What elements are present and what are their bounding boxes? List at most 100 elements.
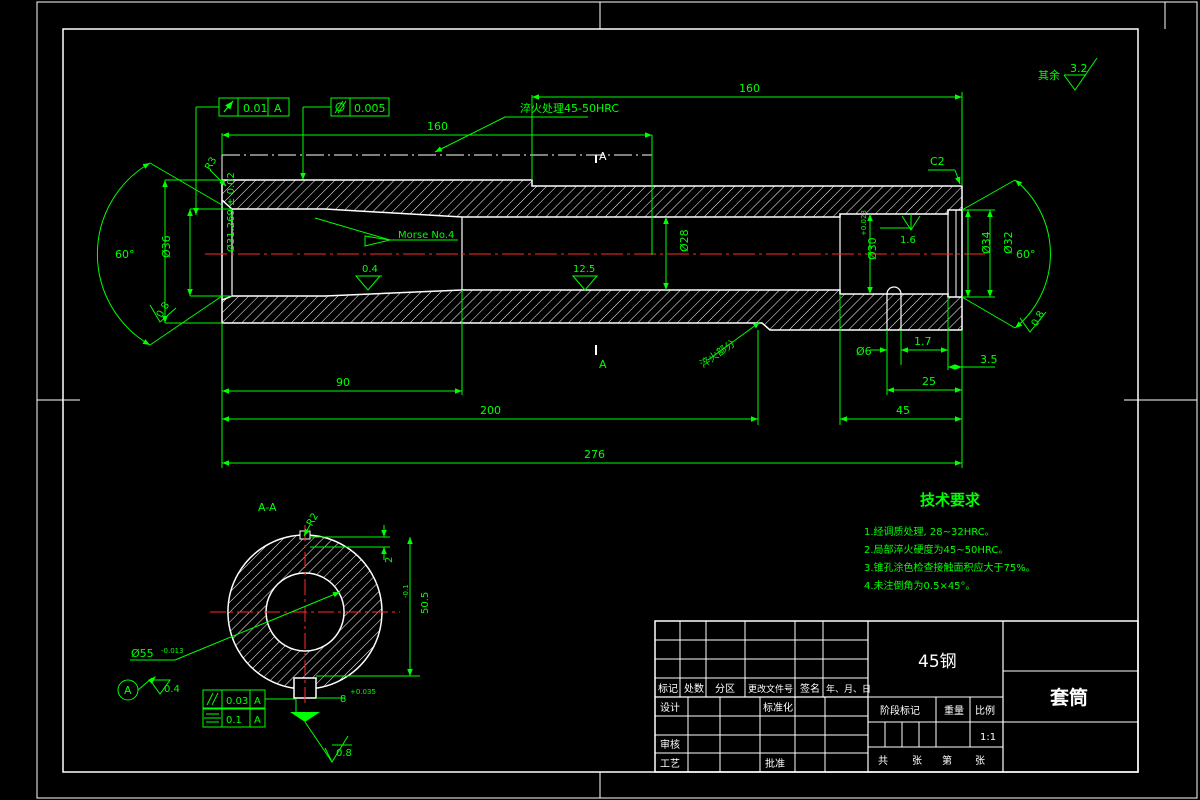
- tb-design: 设计: [660, 701, 680, 714]
- lower-wall-section: [221, 289, 963, 331]
- dim-160-left: 160: [427, 120, 448, 133]
- tech-req-item-3: 3.锥孔涂色检查接触面积应大于75%。: [864, 561, 1036, 574]
- section-roughness-0-8: 0.8: [304, 721, 352, 764]
- tech-requirements: 技术要求 1.经调质处理, 28~32HRC。 2.局部淬火硬度为45~50HR…: [864, 491, 1036, 592]
- dim-dia-6: Ø6: [856, 345, 872, 358]
- tb-approve: 批准: [765, 757, 785, 770]
- dim-90: 90: [336, 376, 350, 389]
- tb-sheets-total-label: 共: [878, 755, 888, 767]
- roughness-general-value: 3.2: [1070, 62, 1088, 75]
- section-dim-2: 2: [384, 557, 395, 563]
- section-mark-top: A: [599, 150, 607, 163]
- upper-wall-section: [221, 179, 963, 218]
- dim-angle-right: 60°: [1016, 248, 1036, 261]
- dim-3-5: 3.5: [980, 353, 998, 366]
- section-dim-8-tol: +0.035: [350, 688, 376, 696]
- dim-dia-34: Ø34: [980, 231, 993, 254]
- dim-dia-30: Ø30: [866, 237, 879, 260]
- svg-text:12.5: 12.5: [573, 264, 595, 275]
- tb-header-count: 处数: [684, 682, 704, 695]
- dim-276: 276: [584, 448, 605, 461]
- dim-1-7: 1.7: [914, 335, 932, 348]
- gdt-runout-tolerance: 0.01: [243, 102, 268, 115]
- roughness-left-0-8: 0.8: [149, 300, 177, 323]
- dim-dia-31: Ø31.269 ± 0.02: [225, 172, 237, 252]
- title-block: 标记 处数 分区 更改文件号 签名 年、月、日 设计 标准化 审核 工艺 批准 …: [654, 620, 1139, 773]
- gdt-frame-parallelism: 0.03 A: [202, 689, 266, 709]
- tech-req-title: 技术要求: [920, 491, 981, 509]
- tb-process: 工艺: [660, 758, 680, 770]
- tb-sheet-no-label: 第: [942, 754, 952, 767]
- gdt-runout-datum: A: [274, 102, 282, 115]
- tb-header-change-doc: 更改文件号: [748, 683, 793, 695]
- dim-45: 45: [896, 404, 910, 417]
- svg-text:1.6: 1.6: [900, 235, 916, 246]
- svg-text:0.8: 0.8: [1030, 309, 1047, 328]
- morse-taper-note: Morse No.4: [398, 230, 454, 241]
- tech-req-item-2: 2.局部淬火硬度为45~50HRC。: [864, 543, 1008, 556]
- dim-160-right: 160: [739, 82, 760, 95]
- roughness-0-4: 0.4: [354, 264, 382, 291]
- tb-ratio: 比例: [975, 704, 995, 717]
- general-roughness: 其余 3.2: [1038, 57, 1098, 91]
- dim-dia-36: Ø36: [160, 235, 173, 258]
- svg-text:A: A: [254, 715, 261, 726]
- dim-25: 25: [922, 375, 936, 388]
- dim-r3: R3: [203, 155, 219, 172]
- gdt-frame-cylindricity: 0.005: [300, 97, 390, 180]
- tb-header-mark: 标记: [658, 683, 678, 695]
- section-title: A-A: [258, 501, 277, 514]
- section-roughness-0-4: 0.4: [149, 679, 180, 695]
- parallelism-icon: [206, 692, 219, 706]
- section-dim-50-5: 50.5: [420, 592, 431, 614]
- tb-header-zone: 分区: [715, 683, 735, 695]
- roughness-1-6: 1.6: [880, 214, 921, 246]
- gdt-frame-symmetry: 0.1 A: [202, 708, 266, 728]
- sheet-border: [36, 1, 1198, 799]
- svg-text:0.1: 0.1: [226, 715, 242, 726]
- section-dim-8: 8: [340, 694, 346, 705]
- svg-text:0.8: 0.8: [336, 748, 352, 759]
- svg-text:0.8: 0.8: [155, 300, 172, 319]
- runout-icon: [223, 100, 234, 113]
- svg-text:0.03: 0.03: [226, 696, 248, 707]
- tb-material: 45钢: [918, 652, 957, 672]
- dim-200: 200: [480, 404, 501, 417]
- section-dim-r2: R2: [305, 511, 321, 528]
- svg-text:0.4: 0.4: [362, 264, 378, 275]
- main-view-dimensions: 160 160 淬火处理45-50HRC C2 R3 60° Ø36 Ø31.2…: [96, 82, 1051, 468]
- svg-text:0.4: 0.4: [164, 684, 180, 695]
- tb-sheets-unit-1: 张: [912, 755, 922, 767]
- gdt-cylindricity-tolerance: 0.005: [354, 102, 386, 115]
- tb-scale: 1:1: [980, 732, 996, 743]
- main-view: A A: [205, 150, 985, 371]
- svg-text:A: A: [124, 684, 132, 697]
- dim-dia-30-tol: +0.023: [860, 210, 868, 236]
- tech-req-item-1: 1.经调质处理, 28~32HRC。: [864, 525, 995, 538]
- roughness-12-5: 12.5: [571, 264, 599, 291]
- roughness-general-label: 其余: [1038, 68, 1060, 82]
- dim-dia-28: Ø28: [678, 229, 691, 252]
- hardened-zone-note: 淬火部分: [697, 337, 737, 371]
- tb-header-sign: 签名: [800, 682, 820, 695]
- section-dim-55: Ø55: [131, 647, 154, 660]
- section-dim-55-tol: -0.013: [161, 647, 184, 655]
- section-dim-50-5-tol: -0.1: [402, 584, 410, 598]
- gdt-frame-runout: 0.01 A: [193, 97, 290, 215]
- cylindricity-icon: [334, 100, 347, 114]
- tech-req-item-4: 4.未注倒角为0.5×45°。: [864, 579, 976, 592]
- tb-weight: 重量: [944, 704, 964, 717]
- tb-sheets-unit-2: 张: [975, 755, 985, 767]
- tb-part-name: 套筒: [1049, 686, 1088, 709]
- dim-angle-left: 60°: [115, 248, 135, 261]
- svg-text:A: A: [254, 696, 261, 707]
- roughness-right-0-8: 0.8: [1019, 309, 1047, 333]
- symmetry-icon: [204, 713, 221, 723]
- tb-stage-mark: 阶段标记: [880, 704, 920, 717]
- dim-chamfer-c2: C2: [930, 155, 945, 168]
- dim-dia-32: Ø32: [1002, 231, 1015, 254]
- tb-header-date: 年、月、日: [826, 683, 871, 695]
- section-view-aa: A-A R2 2 50.5 -0.1 Ø55 -0.013 A: [117, 501, 431, 764]
